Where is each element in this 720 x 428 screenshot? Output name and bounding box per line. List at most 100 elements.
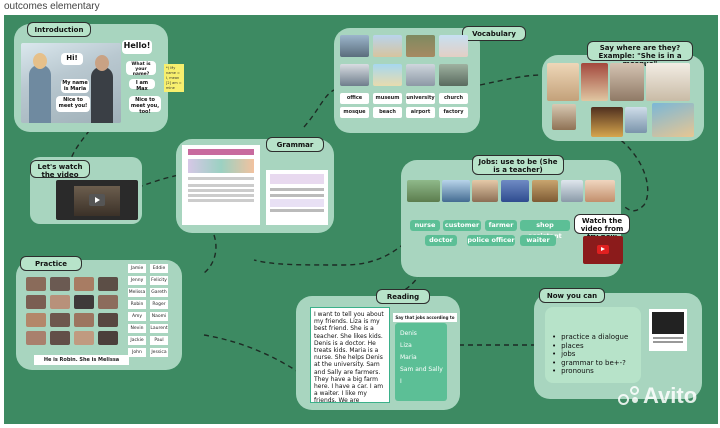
vocab-photo-airport: [406, 64, 435, 86]
vocab-word-airport: airport: [406, 107, 435, 118]
play-icon[interactable]: [89, 194, 105, 206]
jobs-photo-4: [501, 180, 529, 202]
practice-faces-grid: [26, 277, 122, 351]
jobs-photo-7: [585, 180, 615, 202]
practice-name-13: Jackie: [128, 336, 146, 345]
outcomes-list: practice a dialogue places jobs grammar …: [552, 333, 628, 376]
outcome-item-1: practice a dialogue: [552, 333, 628, 342]
outcomes-book-cover: [649, 309, 687, 351]
jobs-video-title: Watch the video from try now: [574, 214, 630, 241]
practice-name-3: Jenny: [128, 276, 146, 285]
vocab-photo-mosque: [340, 64, 369, 86]
practice-name-8: Roger: [150, 300, 168, 309]
jobs-photo-5: [532, 180, 558, 202]
outcome-item-2: places: [552, 342, 628, 351]
where-photo-6: [591, 107, 623, 137]
practice-caption: He is Robin. She is Melissa: [34, 355, 129, 365]
where-photo-3: [610, 63, 644, 101]
bubble-what-is-your-name: What is your name?: [126, 61, 156, 77]
job-doctor: doctor: [425, 235, 457, 246]
now-you-can-title: Now you can: [539, 288, 605, 303]
vocab-photo-museum: [373, 35, 402, 57]
vocab-photo-beach: [373, 64, 402, 86]
vocabulary-title: Vocabulary: [462, 26, 526, 41]
grammar-worksheet: [182, 145, 260, 225]
video-player[interactable]: [56, 180, 138, 220]
bubble-nice-to-meet-you: Nice to meet you!: [56, 96, 90, 112]
where-photo-1: [547, 63, 579, 101]
reading-person-3: Maria: [400, 354, 417, 361]
introduction-title: Introduction: [27, 22, 91, 37]
reading-person-2: Liza: [400, 342, 412, 349]
practice-name-16: Jessica: [150, 348, 168, 357]
where-photo-7: [625, 107, 647, 133]
bubble-i-am-max: I am Max: [129, 79, 155, 92]
vocab-photo-church: [439, 35, 468, 57]
vocab-word-church: church: [439, 93, 468, 104]
jobs-photo-3: [472, 180, 498, 202]
job-police-officer: police officer: [467, 235, 515, 246]
reading-person-4: Sam and Sally: [400, 366, 443, 373]
vocab-word-beach: beach: [373, 107, 402, 118]
job-shop-assistant: shop assistant: [520, 220, 570, 240]
jobs-video-player[interactable]: [583, 236, 623, 264]
job-waiter: waiter: [520, 235, 556, 246]
bubble-hi: Hi!: [61, 53, 83, 65]
practice-name-7: Robin: [128, 300, 146, 309]
grammar-title: Grammar: [266, 137, 324, 152]
practice-name-11: Nevin: [128, 324, 146, 333]
video-title: Let's watch the video: [30, 160, 90, 179]
reading-person-5: I: [400, 378, 402, 385]
jobs-photo-1: [407, 180, 440, 202]
board-title: outcomes elementary: [4, 1, 100, 12]
bubble-my-name-is-maria: My name is Maria: [61, 79, 89, 93]
sticky-note[interactable]: *) My name = I, mean [2] am = mine: [164, 64, 184, 92]
practice-name-4: Felicity: [150, 276, 168, 285]
job-customer: customer: [443, 220, 481, 231]
vocab-word-office: office: [340, 93, 369, 104]
vocab-word-mosque: mosque: [340, 107, 369, 118]
where-title: Say where are they? Example: "She is in …: [587, 41, 693, 68]
vocab-word-university: university: [406, 93, 435, 104]
job-farmer: farmer: [485, 220, 517, 231]
vocab-photo-factory: [439, 64, 468, 86]
practice-title: Practice: [20, 256, 82, 271]
avito-watermark: Avito: [618, 383, 697, 409]
vocab-photo-office: [340, 35, 369, 57]
reading-text: I want to tell you about my friends. Liz…: [310, 307, 390, 403]
practice-name-5: Melissa: [128, 288, 146, 297]
jobs-photo-2: [442, 180, 470, 202]
practice-name-1: Jamie: [128, 264, 146, 273]
reading-people-box: [395, 323, 447, 401]
practice-name-15: John: [128, 348, 146, 357]
practice-name-14: Paul: [150, 336, 168, 345]
avito-logo-icon: [618, 386, 640, 406]
practice-name-6: Gareth: [150, 288, 168, 297]
avito-text: Avito: [643, 383, 698, 408]
practice-name-9: Amy: [128, 312, 146, 321]
jobs-photo-6: [561, 180, 583, 202]
job-nurse: nurse: [410, 220, 440, 231]
vocab-word-factory: factory: [439, 107, 468, 118]
where-photo-2: [581, 63, 608, 101]
jobs-title: Jobs: use to be (She is a teacher): [472, 155, 564, 175]
whiteboard-canvas[interactable]: Introduction Hi! Hello! What is your nam…: [4, 15, 718, 424]
practice-name-12: Laurent: [150, 324, 168, 333]
practice-name-10: Naomi: [150, 312, 168, 321]
reading-person-1: Denis: [400, 330, 417, 337]
reading-task: Say that jobs according to the text: [393, 313, 457, 329]
where-photo-8: [652, 103, 694, 137]
play-icon[interactable]: [597, 245, 609, 254]
outcome-item-3: jobs: [552, 350, 628, 359]
practice-name-2: Eddie: [150, 264, 168, 273]
outcome-item-5: pronouns: [552, 367, 628, 376]
vocab-photo-university: [406, 35, 435, 57]
reading-title: Reading: [376, 289, 430, 304]
bubble-hello: Hello!: [122, 40, 152, 54]
outcome-item-4: grammar to be+-?: [552, 359, 628, 368]
vocab-word-museum: museum: [373, 93, 402, 104]
where-photo-4: [646, 63, 690, 101]
grammar-exercise: [266, 170, 328, 225]
where-photo-5: [552, 104, 576, 130]
bubble-nice-to-meet-you-too: Nice to meet you, too!: [129, 96, 161, 115]
